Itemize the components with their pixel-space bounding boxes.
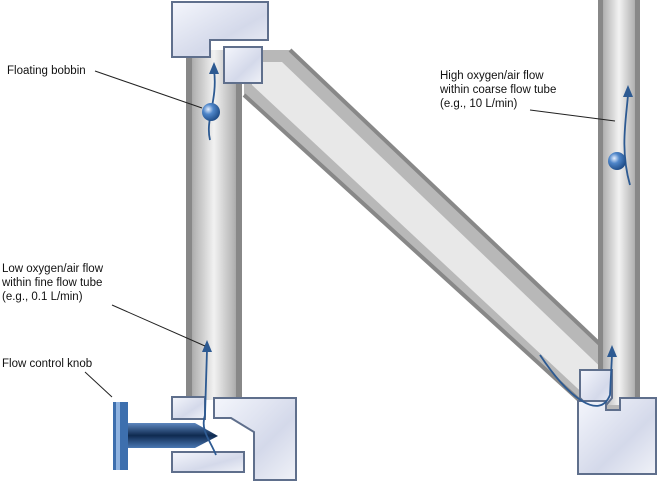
floating-bobbin-coarse [608, 152, 626, 170]
diagonal-tube [242, 48, 627, 412]
label-line: within fine flow tube [2, 277, 103, 289]
label-floating-bobbin: Floating bobbin [7, 65, 86, 77]
label-line: (e.g., 10 L/min) [440, 98, 518, 110]
floating-bobbin-fine [202, 103, 220, 121]
label-flow-control-knob: Flow control knob [2, 358, 93, 370]
fine-flow-tube [186, 50, 242, 400]
label-line: Low oxygen/air flow [2, 263, 103, 275]
label-line: High oxygen/air flow [440, 70, 544, 82]
label-high-flow: High oxygen/air flow within coarse flow … [440, 69, 556, 111]
coarse-flow-tube [598, 0, 640, 405]
label-line: within coarse flow tube [440, 84, 557, 96]
flow-control-knob [113, 402, 218, 470]
leader-lines [84, 70, 616, 398]
label-line: (e.g., 0.1 L/min) [2, 291, 83, 303]
label-low-flow: Low oxygen/air flow within fine flow tub… [2, 262, 103, 304]
housing-blocks [171, 1, 657, 481]
arrow-heads [202, 62, 633, 357]
